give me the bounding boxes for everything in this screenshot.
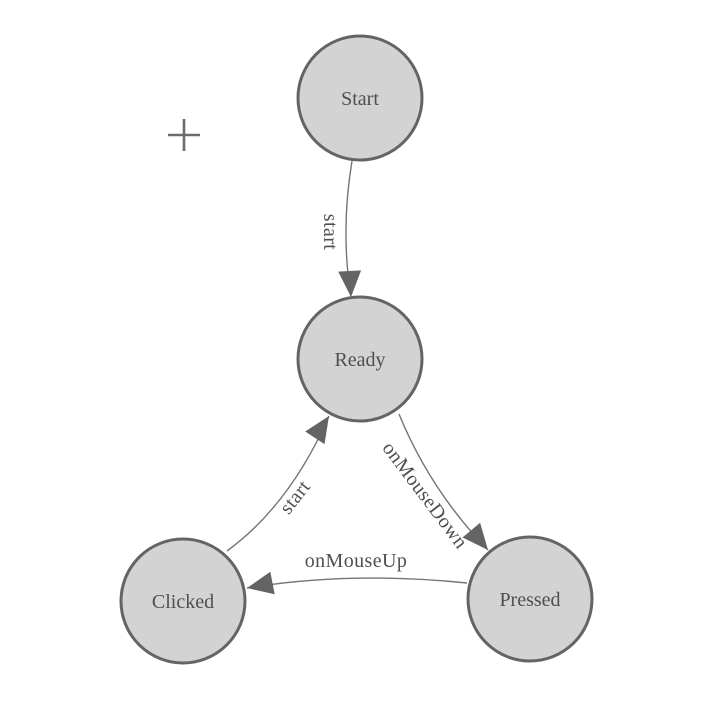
state-label-clicked[interactable]: Clicked (152, 591, 214, 613)
edge-label-pressed-to-clicked[interactable]: onMouseUp (305, 550, 408, 572)
edge-label-clicked-to-ready[interactable]: start (275, 476, 315, 518)
transition-edge-pressed-to-clicked[interactable] (246, 577, 468, 589)
arrowhead-start-to-ready (338, 270, 362, 297)
edges-layer (226, 160, 489, 595)
arrowhead-clicked-to-ready (305, 416, 329, 445)
state-label-ready[interactable]: Ready (334, 349, 385, 371)
nodes-layer (119, 34, 594, 665)
state-node-ready[interactable] (296, 295, 424, 423)
state-node-clicked[interactable] (119, 537, 247, 665)
state-label-pressed[interactable]: Pressed (499, 589, 560, 611)
edge-label-start-to-ready[interactable]: start (319, 214, 341, 250)
state-node-pressed[interactable] (466, 535, 594, 663)
cursor-layer (168, 119, 200, 151)
state-label-start[interactable]: Start (341, 88, 379, 110)
arrowhead-ready-to-pressed (462, 522, 488, 550)
edge-label-ready-to-pressed[interactable]: onMouseDown (378, 438, 472, 553)
state-node-start[interactable] (296, 34, 424, 162)
arrowhead-pressed-to-clicked (247, 571, 275, 595)
